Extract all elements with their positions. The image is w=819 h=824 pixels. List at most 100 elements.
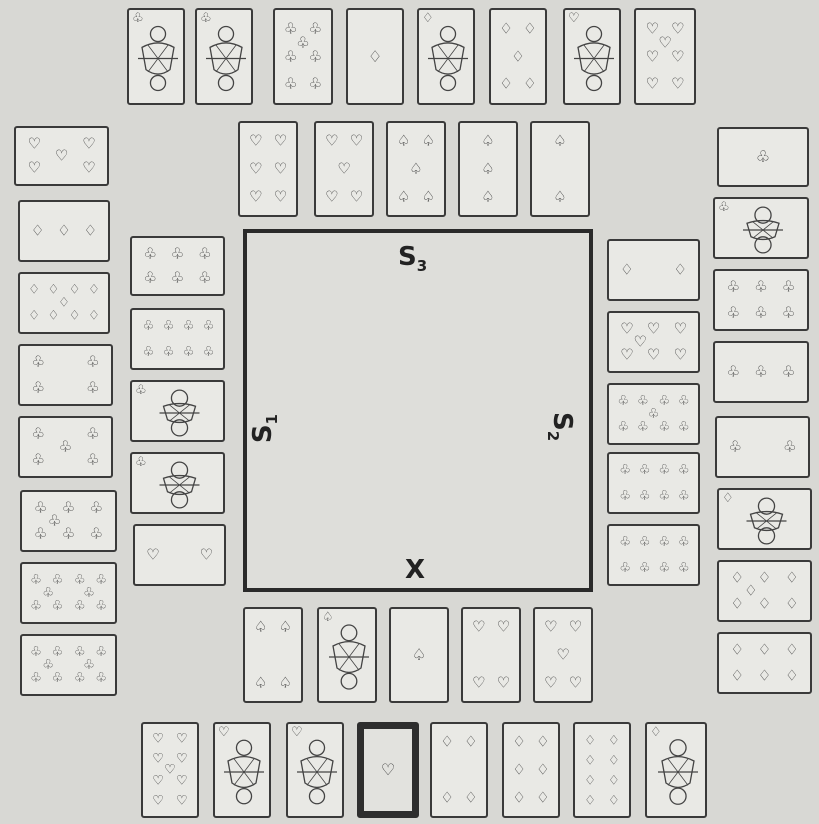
card-4-of-hearts[interactable]: ♡♡♡♡ xyxy=(461,607,521,703)
diamonds-icon: ♢ xyxy=(511,49,524,64)
card-6-of-clubs[interactable]: ♧♧♧♧♧♧ xyxy=(713,269,809,331)
card-Q-of-diamonds[interactable]: ♢ xyxy=(417,8,475,105)
clubs-icon: ♧ xyxy=(678,536,690,549)
card-7-of-hearts[interactable]: ♡♡♡♡♡♡♡ xyxy=(607,311,700,373)
hearts-icon: ♡ xyxy=(55,149,68,164)
card-9-of-diamonds[interactable]: ♢♢♢♢♢♢♢♢♢ xyxy=(18,272,110,334)
card-2-of-diamonds[interactable]: ♢♢ xyxy=(607,239,700,301)
clubs-icon: ♧ xyxy=(658,561,670,574)
hearts-icon: ♡ xyxy=(249,162,262,177)
card-J-of-clubs[interactable]: ♧ xyxy=(130,380,225,442)
clubs-icon: ♧ xyxy=(284,49,297,64)
clubs-icon: ♧ xyxy=(203,345,215,358)
card-10-of-clubs[interactable]: ♧♧♧♧♧♧♧♧♧♧ xyxy=(20,562,117,624)
card-5-of-diamonds[interactable]: ♢♢♢♢♢ xyxy=(489,8,547,105)
card-6-of-clubs[interactable]: ♧♧♧♧♧♧ xyxy=(130,236,225,296)
hearts-icon: ♡ xyxy=(646,21,659,36)
card-8-of-clubs[interactable]: ♧♧♧♧♧♧♧♧ xyxy=(607,524,700,586)
card-4-of-diamonds[interactable]: ♢♢♢♢ xyxy=(430,722,488,818)
card-7-of-clubs[interactable]: ♧♧♧♧♧♧♧ xyxy=(20,490,117,552)
diamonds-icon: ♢ xyxy=(730,668,743,683)
spades-icon: ♤ xyxy=(553,189,566,204)
diamonds-icon: ♢ xyxy=(608,775,620,788)
clubs-icon: ♧ xyxy=(198,246,211,261)
diamonds-icon: ♢ xyxy=(57,224,70,239)
clubs-icon: ♧ xyxy=(200,12,212,25)
hearts-icon: ♡ xyxy=(82,136,95,151)
clubs-icon: ♧ xyxy=(135,384,147,397)
card-7-of-hearts[interactable]: ♡♡♡♡♡♡♡ xyxy=(634,8,696,105)
card-Q-of-clubs[interactable]: ♧ xyxy=(127,8,185,105)
label-s1: S1 xyxy=(248,414,281,443)
clubs-icon: ♧ xyxy=(30,646,42,659)
clubs-icon: ♧ xyxy=(95,671,107,684)
spades-icon: ♤ xyxy=(481,134,494,149)
card-5-of-hearts[interactable]: ♡♡♡♡♡ xyxy=(533,607,593,703)
card-Q-of-clubs[interactable]: ♧ xyxy=(130,452,225,514)
diamonds-icon: ♢ xyxy=(84,224,97,239)
hearts-icon: ♡ xyxy=(544,620,557,635)
card-7-of-diamonds[interactable]: ♢♢♢♢♢♢♢ xyxy=(717,560,812,622)
card-6-of-diamonds[interactable]: ♢♢♢♢♢♢ xyxy=(502,722,560,818)
diamonds-icon: ♢ xyxy=(608,795,620,808)
card-A-of-clubs[interactable]: ♧ xyxy=(717,127,809,187)
card-Q-of-hearts[interactable]: ♡ xyxy=(563,8,621,105)
card-9-of-clubs[interactable]: ♧♧♧♧♧♧♧♧♧ xyxy=(607,383,700,445)
hearts-icon: ♡ xyxy=(544,675,557,690)
card-2-of-spades[interactable]: ♤♤ xyxy=(530,121,590,217)
play-area[interactable] xyxy=(243,229,593,592)
clubs-icon: ♧ xyxy=(728,440,741,455)
card-3-of-spades[interactable]: ♤♤♤ xyxy=(458,121,518,217)
card-6-of-diamonds[interactable]: ♢♢♢♢♢♢ xyxy=(717,632,812,694)
clubs-icon: ♧ xyxy=(90,526,103,541)
diamonds-icon: ♢ xyxy=(744,584,757,599)
hearts-icon: ♡ xyxy=(381,762,395,778)
diamonds-icon: ♢ xyxy=(464,735,477,750)
card-6-of-hearts[interactable]: ♡♡♡♡♡♡ xyxy=(238,121,298,217)
card-5-of-hearts[interactable]: ♡♡♡♡♡ xyxy=(14,126,109,186)
card-J-of-diamonds[interactable]: ♢ xyxy=(717,488,812,550)
card-3-of-diamonds[interactable]: ♢ ♢ ♢ xyxy=(18,200,110,262)
hearts-icon: ♡ xyxy=(249,134,262,149)
card-K-of-clubs[interactable]: ♧ xyxy=(195,8,253,105)
card-5-of-clubs[interactable]: ♧♧♧♧♧ xyxy=(18,416,113,478)
card-A-of-hearts[interactable]: ♡ xyxy=(357,722,419,818)
card-2-of-hearts[interactable]: ♡♡ xyxy=(133,524,226,586)
diamonds-icon: ♢ xyxy=(758,668,771,683)
card-8-of-clubs[interactable]: ♧♧♧♧♧♧♧♧ xyxy=(607,452,700,514)
card-J-of-hearts[interactable]: ♡ xyxy=(213,722,271,818)
card-8-of-clubs[interactable]: ♧♧♧♧♧♧♧♧ xyxy=(130,308,225,370)
diamonds-icon: ♢ xyxy=(31,224,44,239)
card-3-of-clubs[interactable]: ♧♧♧ xyxy=(713,341,809,403)
hearts-icon: ♡ xyxy=(291,726,303,739)
clubs-icon: ♧ xyxy=(617,395,629,408)
card-2-of-clubs[interactable]: ♧♧ xyxy=(715,416,810,478)
hearts-icon: ♡ xyxy=(325,134,338,149)
hearts-icon: ♡ xyxy=(569,675,582,690)
clubs-icon: ♧ xyxy=(658,464,670,477)
spades-icon: ♤ xyxy=(553,134,566,149)
card-J-of-diamonds[interactable]: ♢ xyxy=(645,722,707,818)
card-K-of-hearts[interactable]: ♡ xyxy=(286,722,344,818)
card-5-of-spades[interactable]: ♤♤♤♤♤ xyxy=(386,121,446,217)
card-8-of-diamonds[interactable]: ♢♢♢♢♢♢♢♢ xyxy=(573,722,631,818)
card-4-of-clubs[interactable]: ♧♧♧♧ xyxy=(18,344,113,406)
card-A-of-diamonds[interactable]: ♢ xyxy=(346,8,404,105)
card-5-of-hearts[interactable]: ♡♡♡♡♡ xyxy=(314,121,374,217)
clubs-icon: ♧ xyxy=(619,489,631,502)
card-A-of-spades[interactable]: ♤ xyxy=(389,607,449,703)
clubs-icon: ♧ xyxy=(31,452,44,467)
hearts-icon: ♡ xyxy=(146,548,159,563)
card-4-of-spades[interactable]: ♤♤♤♤ xyxy=(243,607,303,703)
hearts-icon: ♡ xyxy=(673,322,686,337)
diamonds-icon: ♢ xyxy=(440,735,453,750)
clubs-icon: ♧ xyxy=(619,561,631,574)
clubs-icon: ♧ xyxy=(619,464,631,477)
card-K-of-clubs[interactable]: ♧ xyxy=(713,197,809,259)
hearts-icon: ♡ xyxy=(620,347,633,362)
card-7-of-clubs[interactable]: ♧♧♧♧♧♧♧ xyxy=(273,8,333,105)
spades-icon: ♤ xyxy=(397,134,410,149)
card-10-of-clubs[interactable]: ♧♧♧♧♧♧♧♧♧♧ xyxy=(20,634,117,696)
card-Q-of-spades[interactable]: ♤ xyxy=(317,607,377,703)
card-9-of-hearts[interactable]: ♡♡♡♡♡♡♡♡♡ xyxy=(141,722,199,818)
